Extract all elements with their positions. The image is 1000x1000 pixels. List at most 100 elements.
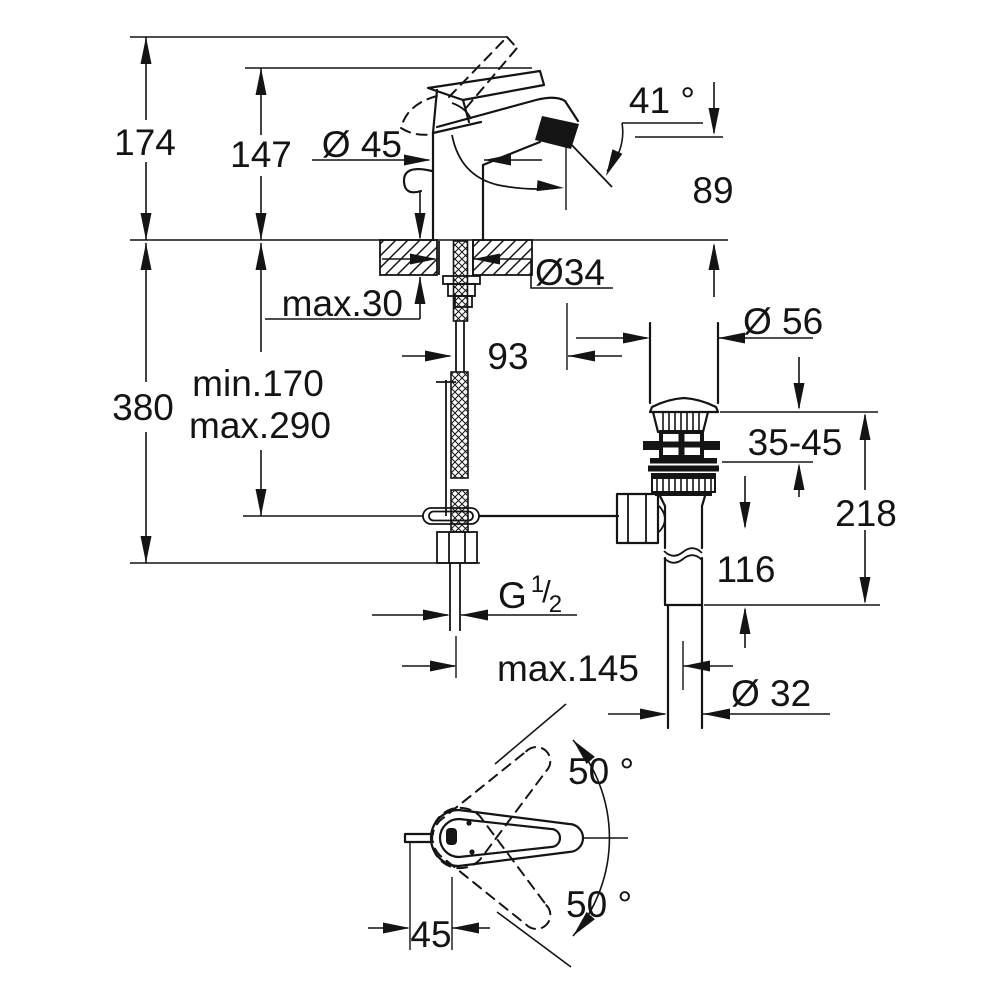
aerator [535, 116, 579, 149]
ribbed-cone-ribs [658, 413, 703, 431]
dim-label-3545: 35-45 [748, 422, 843, 463]
handle-rotated-down-dashed [430, 806, 552, 930]
front-view-faucet [400, 36, 624, 242]
seal-band3 [651, 473, 716, 478]
wing-stub-left [643, 441, 661, 450]
handle-outline-inner [438, 817, 562, 859]
arrowhead [683, 660, 710, 672]
dim-label-g12-part: 2 [549, 591, 562, 618]
arrowhead [452, 922, 479, 934]
arrowhead [739, 607, 751, 634]
dim-label-d34: Ø34 [535, 252, 605, 293]
arrowhead [623, 332, 650, 344]
pullrod-knob-hook [402, 167, 434, 194]
arrowhead [536, 180, 564, 192]
arrowhead [414, 277, 426, 304]
dim-label-d45: Ø 45 [322, 124, 402, 165]
rod-coupler-outer [422, 507, 480, 525]
handle-dot-bottom [469, 849, 475, 855]
arrowhead [473, 253, 500, 265]
dim-label-50-lower: 50 ° [566, 884, 632, 925]
dim-label-89: 89 [692, 170, 733, 211]
lever-open-dashed-back [400, 95, 438, 129]
arrowhead [718, 332, 745, 344]
dim-label-147: 147 [230, 134, 292, 175]
arrowhead [573, 912, 595, 936]
arrowhead [255, 68, 267, 95]
threaded-rod [452, 240, 469, 322]
dim-label-d32: Ø 32 [731, 673, 811, 714]
arrowhead [140, 536, 152, 563]
under-deck-assembly [422, 240, 620, 631]
arrowhead [140, 37, 152, 64]
lever-open-dashed-top [448, 36, 508, 98]
dim-label-max290: max.290 [189, 405, 331, 446]
swing-ray-upper [494, 703, 567, 765]
arrowhead [739, 502, 751, 529]
arrowhead [425, 350, 452, 362]
water-direction-line [566, 139, 613, 188]
dim-label-41deg: 41 ° [629, 80, 695, 121]
arrowhead [140, 243, 152, 270]
arrowhead [383, 922, 410, 934]
dim-label-g12-part: G [498, 575, 527, 616]
arrowhead [708, 243, 720, 270]
hose-nut [436, 531, 478, 564]
faucet-body-top-edge [431, 120, 483, 135]
dim-label-93: 93 [487, 336, 528, 377]
arrowhead [859, 413, 871, 440]
lever-blade [426, 69, 546, 102]
popup-waste [615, 321, 720, 730]
body-break-waves [663, 547, 703, 564]
dimension-lines [140, 37, 871, 936]
arrowhead [255, 213, 267, 240]
arrowhead [703, 708, 730, 720]
top-view-handle [403, 703, 628, 968]
collar-band [655, 492, 712, 496]
wing-stub-right [702, 441, 720, 450]
dim-label-174: 174 [114, 122, 176, 163]
handle-slot [446, 828, 457, 845]
arrowhead [423, 609, 450, 621]
spout-top-edge [435, 96, 580, 129]
plug-dome [648, 396, 720, 414]
dim-label-218: 218 [835, 493, 897, 534]
waste-body-right [700, 494, 707, 607]
deck-cross-section [379, 239, 533, 276]
swing-arc [572, 739, 611, 937]
arrowhead [859, 577, 871, 604]
ribbed-collar [651, 477, 716, 493]
arrowhead [568, 350, 595, 362]
dimension-labels: 174 147 Ø 45 41 ° 89 max.30 Ø34 93 Ø 56 … [112, 80, 897, 955]
dim-label-g12-part: 1 [531, 571, 544, 598]
swing-ray-lower [496, 911, 572, 968]
arrowhead [793, 463, 805, 490]
arrowhead [255, 243, 267, 270]
lever-open-dashed-bottom [465, 47, 518, 109]
dim-label-d56: Ø 56 [743, 301, 823, 342]
arrowhead [404, 154, 431, 166]
spout-under-edge [481, 140, 542, 167]
arrowhead [793, 383, 805, 410]
arrowhead [414, 213, 426, 240]
lever-open-dashed-base [400, 127, 434, 136]
arrowhead [573, 740, 595, 764]
dimension-arrowheads [140, 37, 871, 936]
rod-coupler-inner [428, 510, 474, 522]
dim-label-116: 116 [717, 549, 776, 590]
arrowhead [410, 253, 437, 265]
ball-joint-arc [658, 505, 666, 533]
handle-dot-top [466, 820, 472, 826]
arrowhead [606, 149, 623, 176]
seal-band1 [650, 458, 717, 464]
seal-band2 [648, 465, 719, 472]
arrowhead [640, 708, 667, 720]
arrowhead [484, 154, 511, 166]
waste-body-left [658, 494, 667, 607]
arrowhead [255, 489, 267, 516]
dim-label-380: 380 [112, 387, 174, 428]
flex-hose-upper [450, 371, 469, 479]
